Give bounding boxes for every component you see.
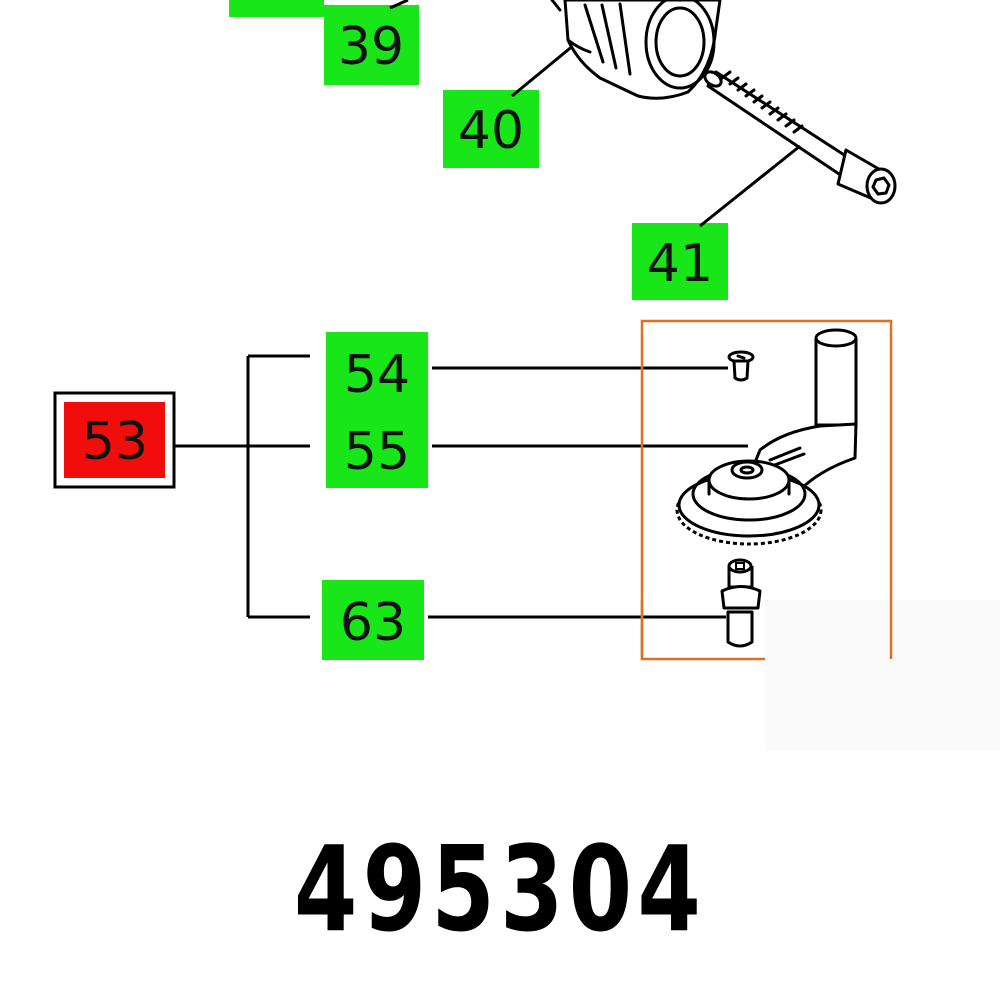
assembly-bracket (174, 354, 310, 619)
callout-53-label: 53 (82, 412, 148, 472)
knob-sleeve-part (550, 0, 722, 100)
part-number: 495304 (293, 820, 707, 958)
leader-39 (389, 0, 409, 10)
leader-40 (511, 38, 581, 98)
small-screw-part (727, 350, 755, 382)
callout-41-label: 41 (647, 234, 713, 294)
background-patch (765, 600, 1000, 750)
callout-39[interactable]: 39 (324, 5, 419, 85)
callout-partial-top[interactable] (229, 0, 324, 17)
callout-54-label: 54 (344, 345, 410, 405)
screw-part (703, 70, 897, 205)
callout-40[interactable]: 40 (443, 90, 539, 168)
crank-gear-part (675, 328, 858, 546)
callout-53[interactable]: 53 (53, 391, 176, 489)
shaft-pin-part (720, 558, 762, 648)
callout-54[interactable]: 54 (326, 332, 428, 412)
leader-41 (699, 144, 801, 228)
callout-55[interactable]: 55 (326, 410, 428, 488)
callout-55-label: 55 (344, 422, 410, 482)
callout-39-label: 39 (338, 17, 404, 77)
callout-40-label: 40 (458, 101, 524, 161)
callout-41[interactable]: 41 (632, 223, 728, 300)
callout-63-label: 63 (340, 593, 406, 653)
callout-63[interactable]: 63 (322, 580, 424, 660)
